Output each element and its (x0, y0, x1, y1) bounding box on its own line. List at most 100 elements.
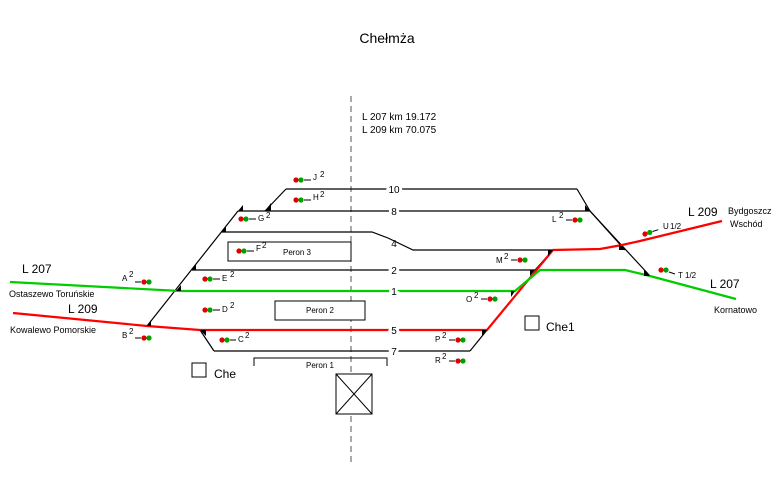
svg-text:2: 2 (230, 301, 235, 310)
svg-text:L: L (552, 215, 557, 224)
line-209-route (12, 219, 723, 332)
track-number-7: 7 (391, 347, 397, 358)
switch-marker (482, 330, 487, 336)
switch-marker (147, 320, 151, 326)
line-l207-right: L 207 (710, 277, 740, 291)
svg-text:R: R (435, 356, 441, 365)
station-building (335, 373, 373, 415)
line-labels: L 207 L 209 L 209 L 207 Ostaszewo Toruńs… (9, 205, 772, 335)
switch-marker (530, 270, 535, 276)
dest-kornatowo: Kornatowo (714, 305, 757, 315)
signal-h: H 2 (293, 190, 325, 203)
switch-marker (644, 270, 650, 276)
svg-text:2: 2 (320, 190, 325, 199)
switch-marker (221, 226, 226, 232)
switch-marker (192, 264, 196, 270)
svg-text:A: A (122, 274, 128, 283)
platforms: Peron 3 Peron 2 Peron 1 (227, 241, 388, 370)
line-l207-left: L 207 (22, 262, 52, 276)
switch-marker (511, 291, 515, 297)
signal-box-che1-label: Che1 (546, 320, 575, 334)
svg-text:2: 2 (262, 241, 267, 250)
switch-markers (147, 203, 650, 336)
switch-right-8 (589, 210, 651, 277)
signal-o: O 2 (466, 291, 498, 304)
svg-text:B: B (122, 331, 127, 340)
svg-text:M: M (496, 256, 503, 265)
platform-1-label: Peron 1 (306, 361, 335, 370)
station-title: Chełmża (359, 30, 414, 46)
signal-b: B 2 (122, 327, 152, 341)
switch-left-7 (199, 329, 215, 352)
km-l207: L 207 km 19.172 (362, 112, 437, 123)
svg-text:O: O (466, 295, 472, 304)
switch-marker (238, 205, 243, 211)
svg-text:E: E (222, 274, 227, 283)
signal-t: T 1/2 (658, 267, 697, 280)
signal-a: A 2 (122, 270, 152, 285)
dest-bydgoszcz-1: Bydgoszcz (728, 206, 772, 216)
line-l209-right: L 209 (688, 205, 718, 219)
svg-text:J: J (313, 173, 317, 182)
platform-2 (274, 300, 366, 321)
switch-right-7 (469, 329, 488, 352)
switch-marker (619, 244, 625, 250)
track-number-2: 2 (391, 266, 397, 277)
svg-text:2: 2 (320, 170, 325, 179)
signal-p: P 2 (435, 331, 466, 344)
signal-u: U 1/2 (642, 222, 682, 237)
signal-d: D 2 (202, 301, 235, 314)
track-number-10: 10 (388, 185, 400, 196)
svg-text:U: U (663, 222, 669, 231)
dest-ostaszewo: Ostaszewo Toruńskie (9, 289, 94, 299)
svg-text:2: 2 (474, 291, 479, 300)
km-l209: L 209 km 70.075 (362, 125, 437, 136)
track-number-8: 8 (391, 207, 397, 218)
switch-marker (200, 330, 206, 336)
signal-box-che-label: Che (214, 367, 236, 381)
signals: J 2 H 2 G 2 F 2 E 2 (122, 170, 697, 365)
platform-3 (227, 241, 352, 262)
svg-text:2: 2 (442, 331, 447, 340)
svg-text:D: D (222, 305, 228, 314)
switch-marker (585, 205, 590, 211)
track-number-4: 4 (391, 239, 397, 250)
svg-text:2: 2 (559, 211, 564, 220)
svg-text:P: P (435, 335, 440, 344)
platform-1 (253, 357, 388, 366)
switch-marker (548, 250, 553, 256)
svg-text:G: G (258, 214, 264, 223)
svg-text:C: C (238, 335, 244, 344)
svg-text:1/2: 1/2 (670, 222, 682, 231)
svg-text:2: 2 (230, 270, 235, 279)
signal-r: R 2 (435, 352, 466, 365)
dest-kowalewo: Kowalewo Pomorskie (10, 325, 96, 335)
signal-g: G 2 (238, 211, 271, 223)
signal-f: F 2 (236, 241, 267, 254)
svg-text:2: 2 (442, 352, 447, 361)
signal-m: M 2 (496, 252, 528, 265)
svg-text:T: T (678, 271, 683, 280)
signal-j: J 2 (293, 170, 325, 183)
svg-text:2: 2 (245, 331, 250, 340)
track-number-1: 1 (391, 287, 397, 298)
svg-text:2: 2 (266, 211, 271, 220)
dest-bydgoszcz-2: Wschód (730, 219, 763, 229)
signal-l: L 2 (552, 211, 583, 224)
signal-e: E 2 (202, 270, 235, 283)
switch-marker (265, 203, 271, 211)
track-number-5: 5 (391, 326, 397, 337)
line-l209-left: L 209 (68, 302, 98, 316)
signal-box-che1-icon (524, 315, 540, 331)
platform-2-label: Peron 2 (306, 306, 335, 315)
line-207-route (9, 268, 737, 301)
signal-box-che-icon (191, 362, 207, 378)
switch-marker (176, 285, 181, 291)
svg-text:H: H (313, 193, 319, 202)
svg-text:2: 2 (129, 270, 134, 279)
track-4 (221, 231, 553, 251)
platform-3-label: Peron 3 (283, 248, 312, 257)
station-tracks (146, 188, 651, 352)
signal-c: C 2 (219, 331, 250, 344)
